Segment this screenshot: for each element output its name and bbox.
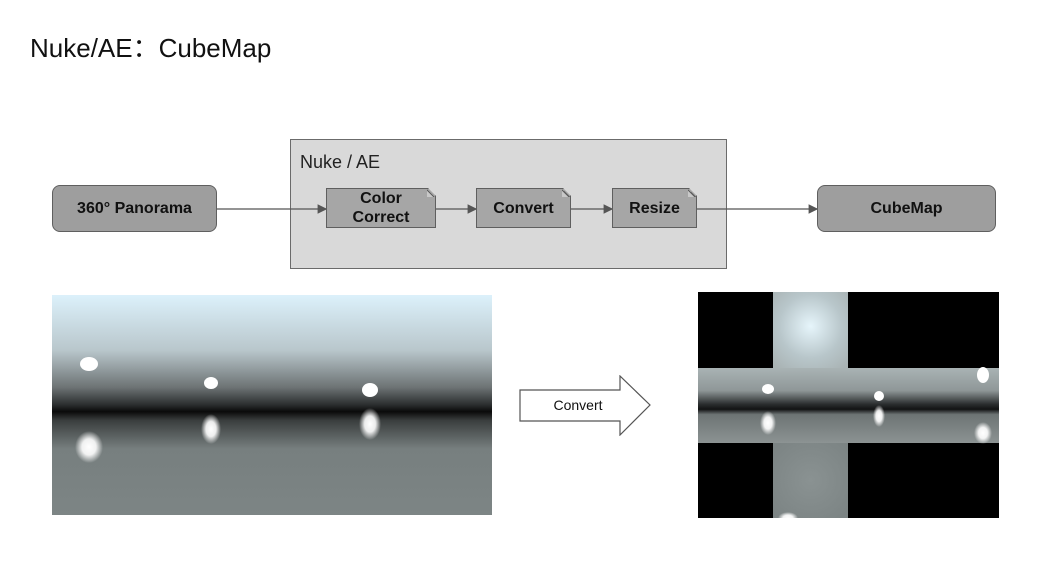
light-reflection <box>201 414 221 444</box>
convert-node-label: Convert <box>493 199 554 217</box>
color-correct-node[interactable]: Color Correct <box>326 188 436 228</box>
light-reflection <box>359 408 381 440</box>
light-reflection <box>75 431 103 463</box>
light-spot <box>80 357 98 371</box>
color-correct-label: Color Correct <box>352 190 410 226</box>
cubemap-output-label: CubeMap <box>870 199 943 217</box>
cube-face-bottom <box>773 443 848 518</box>
cubemap-output-node[interactable]: CubeMap <box>817 185 996 232</box>
light-spot <box>874 391 884 401</box>
light-spot <box>362 383 378 397</box>
light-spot <box>204 377 218 389</box>
panorama-image <box>52 295 492 515</box>
resize-node-label: Resize <box>629 199 680 217</box>
light-reflection <box>760 411 776 435</box>
convert-arrow-label: Convert <box>553 397 603 413</box>
cube-face-middle-strip <box>698 368 999 443</box>
panorama-input-node[interactable]: 360° Panorama <box>52 185 217 232</box>
light-spot <box>977 367 989 383</box>
cube-face-top <box>773 292 848 368</box>
light-reflection <box>974 422 992 444</box>
light-reflection <box>778 512 798 518</box>
convert-arrow <box>519 375 651 436</box>
group-label: Nuke / AE <box>300 152 381 172</box>
panorama-input-label: 360° Panorama <box>77 199 192 217</box>
light-spot <box>762 384 774 394</box>
cubemap-image <box>698 292 999 518</box>
light-reflection <box>873 405 885 427</box>
page-title: Nuke/AE：CubeMap <box>30 33 272 63</box>
resize-node[interactable]: Resize <box>612 188 697 228</box>
convert-node[interactable]: Convert <box>476 188 571 228</box>
